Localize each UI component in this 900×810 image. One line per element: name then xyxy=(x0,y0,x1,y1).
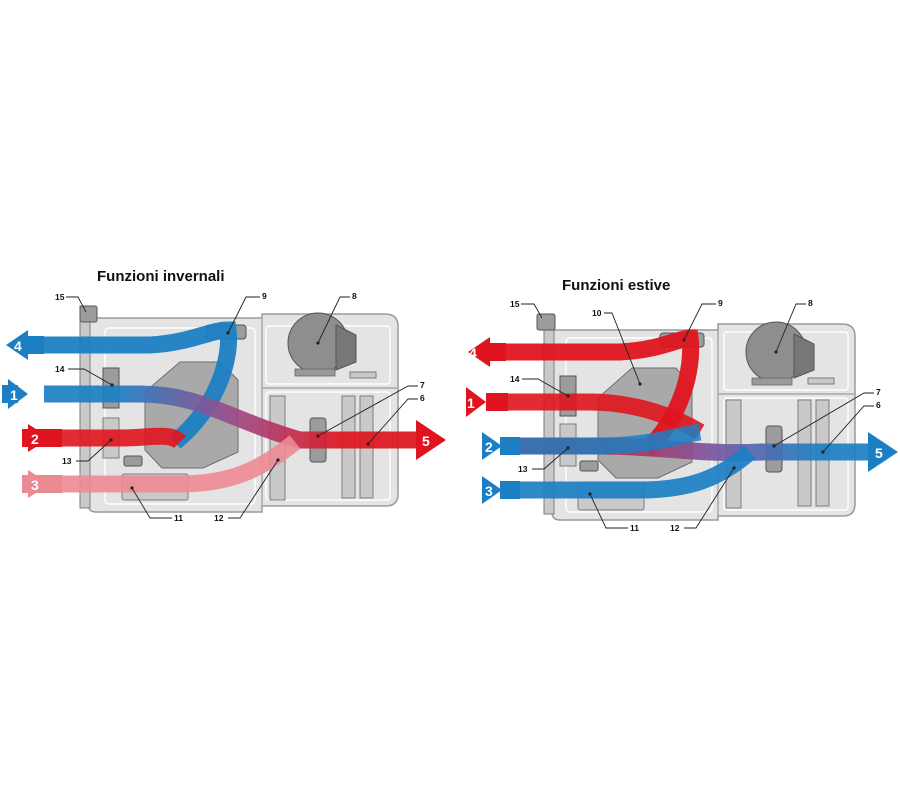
motor-15 xyxy=(79,305,98,323)
callout-13: 13 xyxy=(518,464,528,474)
flow-label-4: 4 xyxy=(469,345,477,361)
diagram-title: Funzioni estive xyxy=(562,277,670,294)
callout-15: 15 xyxy=(55,292,65,302)
arrow-head-3 xyxy=(482,476,502,504)
callout-11: 11 xyxy=(630,523,639,533)
callout-8: 8 xyxy=(352,291,357,301)
callout-13: 13 xyxy=(62,456,72,466)
callout-15: 15 xyxy=(510,299,520,309)
callout-6: 6 xyxy=(876,400,881,410)
flow-label-3: 3 xyxy=(485,483,493,499)
flow-outdoor-1 xyxy=(44,385,416,449)
summer-diagram: Funzioni estive xyxy=(466,277,898,533)
callout-12: 12 xyxy=(214,513,224,523)
callout-9: 9 xyxy=(718,298,723,308)
callout-6: 6 xyxy=(420,393,425,403)
winter-diagram: Funzioni invernali xyxy=(2,268,446,523)
damper-11 xyxy=(123,455,143,467)
callout-10: 10 xyxy=(592,308,602,318)
arrow-head-1 xyxy=(466,387,486,417)
arrow-head-4 xyxy=(6,330,28,360)
callout-9: 9 xyxy=(262,291,267,301)
diagram-title: Funzioni invernali xyxy=(97,268,225,285)
flow-recirc-3 xyxy=(520,445,756,499)
motor-15 xyxy=(536,313,556,331)
arrow-head-5 xyxy=(868,432,898,472)
arrow-head-5 xyxy=(416,420,446,460)
flow-label-1: 1 xyxy=(467,395,475,411)
arrow-head-4 xyxy=(468,337,490,367)
callouts: 15 9 8 10 14 7 6 13 11 12 xyxy=(510,298,881,533)
arrow-head-2 xyxy=(482,432,502,460)
damper-11 xyxy=(579,460,599,472)
flow-recirc-3 xyxy=(62,435,301,493)
callout-7: 7 xyxy=(420,380,425,390)
callout-14: 14 xyxy=(55,364,65,374)
flow-label-4: 4 xyxy=(14,338,22,354)
flow-label-3: 3 xyxy=(31,477,39,493)
flow-label-5: 5 xyxy=(422,433,430,449)
flow-return-2 xyxy=(62,427,187,449)
callout-8: 8 xyxy=(808,298,813,308)
flow-label-2: 2 xyxy=(485,439,493,455)
callout-14: 14 xyxy=(510,374,520,384)
callout-7: 7 xyxy=(876,387,881,397)
callouts: 15 9 8 14 7 6 13 11 12 xyxy=(55,291,425,523)
callout-11: 11 xyxy=(174,513,183,523)
callout-12: 12 xyxy=(670,523,680,533)
flow-label-1: 1 xyxy=(10,387,18,403)
flow-label-2: 2 xyxy=(31,431,39,447)
flow-label-5: 5 xyxy=(875,445,883,461)
